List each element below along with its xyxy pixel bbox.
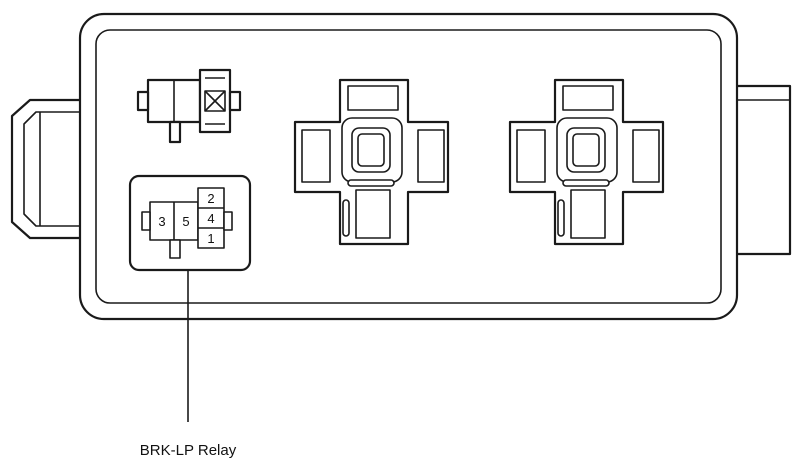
large-relay-socket-center — [293, 78, 450, 246]
relay-terminal-4: 4 — [207, 211, 214, 226]
relay-terminal-5: 5 — [182, 214, 189, 229]
large-relay-socket-right — [508, 78, 665, 246]
relay-terminal-2: 2 — [207, 191, 214, 206]
callout-label: BRK-LP Relay — [140, 442, 237, 459]
left-mounting-tab — [10, 98, 80, 240]
relay-terminal-1: 1 — [207, 231, 214, 246]
small-relay-socket — [136, 68, 242, 144]
brk-lp-relay-socket: 3 5 2 4 1 — [128, 174, 252, 272]
relay-terminal-3: 3 — [158, 214, 165, 229]
